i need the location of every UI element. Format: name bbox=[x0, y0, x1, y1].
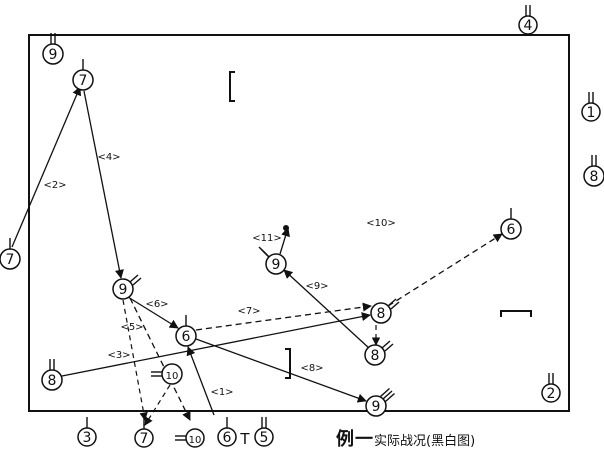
player-marker-m8a: 8 bbox=[41, 359, 63, 391]
marker-number: 9 bbox=[272, 257, 281, 273]
move-arrow bbox=[283, 269, 371, 350]
move-label: <8> bbox=[300, 363, 323, 374]
marker-number: 7 bbox=[6, 252, 15, 268]
player-marker-m6a: 6 bbox=[175, 315, 197, 347]
marker-number: 9 bbox=[49, 47, 58, 63]
marker-number: 4 bbox=[524, 18, 533, 34]
marker-number: 6 bbox=[223, 430, 232, 446]
player-marker-m8d: 8 bbox=[583, 155, 604, 187]
move-label: <3> bbox=[107, 350, 130, 361]
player-marker-m6c: 6 bbox=[500, 208, 522, 240]
move-arrow bbox=[387, 233, 503, 307]
move-label: <10> bbox=[366, 218, 395, 229]
player-marker-m7c: 7 bbox=[134, 418, 154, 448]
caption-sub: 实际战况(黑白图) bbox=[374, 434, 476, 449]
ball-dot bbox=[283, 225, 289, 231]
player-marker-m8c: 8 bbox=[364, 340, 394, 366]
marker-number: 7 bbox=[140, 431, 149, 447]
player-marker-m9c: 9 bbox=[258, 246, 287, 275]
move-label: <5> bbox=[120, 322, 143, 333]
player-marker-m10b: 10 bbox=[175, 428, 205, 448]
marker-number: 8 bbox=[48, 373, 57, 389]
player-marker-m6b: 6 bbox=[217, 417, 237, 447]
move-label: <6> bbox=[145, 299, 168, 310]
move-arrow bbox=[195, 338, 367, 403]
player-marker-e2: 2 bbox=[541, 373, 561, 403]
marker-number: 1 bbox=[587, 105, 596, 121]
move-arrow bbox=[129, 297, 191, 421]
move-label: <2> bbox=[43, 180, 66, 191]
move-arrow bbox=[83, 90, 124, 279]
support-arrow bbox=[144, 384, 171, 426]
player-marker-m9d: 9 bbox=[365, 387, 395, 417]
marker-number: 2 bbox=[547, 386, 556, 402]
player-marker-m7b: 7 bbox=[0, 238, 21, 270]
bracket-right-mid bbox=[285, 348, 291, 379]
caption-main: 例一 bbox=[336, 429, 374, 450]
bracket-goal-right bbox=[500, 310, 532, 317]
moves-layer: <1> <2> <3> <4> <5> <6> <7> <8> <9> <10> <11> bbox=[11, 86, 503, 426]
marker-number: 10 bbox=[189, 435, 202, 446]
player-marker-m9b: 9 bbox=[112, 274, 142, 300]
diagram-caption: 例一实际战况(黑白图) bbox=[336, 425, 475, 451]
player-marker-e3: 3 bbox=[77, 417, 97, 447]
player-marker-e1: 1 bbox=[581, 92, 601, 122]
marker-number: 8 bbox=[590, 169, 599, 185]
marker-number: 9 bbox=[372, 399, 381, 415]
extra-glyph: T bbox=[239, 430, 250, 448]
move-arrow bbox=[279, 227, 290, 255]
move-label: <1> bbox=[210, 387, 233, 398]
marker-number: 10 bbox=[166, 371, 179, 382]
support-arrow bbox=[122, 299, 148, 421]
bracket-top bbox=[229, 71, 235, 102]
player-marker-e4: 4 bbox=[518, 5, 538, 35]
bracket-marks bbox=[229, 71, 532, 379]
marker-number: 7 bbox=[79, 73, 88, 89]
player-marker-e5: 5 bbox=[254, 417, 274, 447]
player-marker-m7a: 7 bbox=[72, 59, 94, 91]
move-arrow bbox=[186, 346, 215, 416]
marker-number: 6 bbox=[182, 329, 191, 345]
player-marker-m9a: 9 bbox=[42, 33, 64, 65]
player-marker-m8b: 8 bbox=[370, 298, 400, 324]
markers-layer: 9 7 7 9 6 10 8 7 10 6 9 8 8 9 6 8 1 2 3 4 5 bbox=[0, 5, 604, 448]
move-label: <11> bbox=[252, 233, 281, 244]
move-label: <9> bbox=[305, 281, 328, 292]
marker-number: 3 bbox=[83, 430, 92, 446]
decor-layer: T bbox=[239, 225, 289, 448]
marker-number: 8 bbox=[371, 348, 380, 364]
move-label: <4> bbox=[97, 152, 120, 163]
marker-number: 6 bbox=[507, 222, 516, 238]
move-arrow bbox=[11, 86, 81, 248]
marker-number: 5 bbox=[260, 430, 269, 446]
marker-number: 9 bbox=[119, 282, 128, 298]
move-label: <7> bbox=[237, 306, 260, 317]
marker-number: 8 bbox=[377, 306, 386, 322]
move-arrow bbox=[127, 296, 179, 329]
player-marker-m10a: 10 bbox=[151, 363, 183, 385]
field-boundary bbox=[28, 34, 570, 412]
